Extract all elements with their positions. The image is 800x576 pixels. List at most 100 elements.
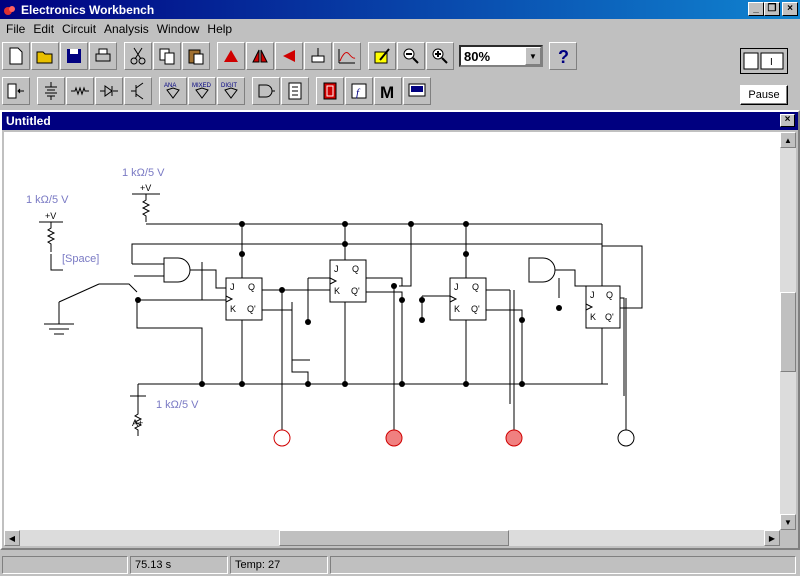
vcc-source-left[interactable]: +V bbox=[39, 211, 63, 252]
led-indicator-3[interactable] bbox=[505, 429, 523, 447]
svg-text:J: J bbox=[590, 290, 595, 300]
digital-ics-icon: DIGIT bbox=[221, 83, 238, 99]
controls-icon: f bbox=[351, 83, 367, 99]
indicators-button[interactable] bbox=[316, 77, 344, 105]
circuit-canvas[interactable]: 1 kΩ/5 V 1 kΩ/5 V 1 kΩ/5 V [Space] +V +V bbox=[4, 132, 780, 530]
menu-circuit[interactable]: Circuit bbox=[62, 21, 97, 36]
power-switch[interactable]: I bbox=[740, 48, 788, 74]
led-indicator-2[interactable] bbox=[385, 429, 403, 447]
circuit-window-title-bar[interactable]: Untitled × bbox=[2, 112, 798, 130]
flip-horizontal-icon bbox=[252, 49, 268, 63]
status-bar: 75.13 s Temp: 27 bbox=[0, 553, 800, 576]
status-message bbox=[2, 555, 128, 574]
graph-icon bbox=[338, 49, 356, 64]
cut-button[interactable] bbox=[124, 42, 152, 70]
zoom-out-button[interactable] bbox=[397, 42, 425, 70]
vcc-source-top[interactable]: +V bbox=[132, 183, 160, 222]
svg-text:M: M bbox=[380, 83, 394, 101]
jk-flipflop-2[interactable]: J K Q Q' bbox=[329, 259, 367, 303]
flip-vertical-button[interactable] bbox=[275, 42, 303, 70]
svg-text:ANA: ANA bbox=[164, 83, 176, 89]
pause-button[interactable]: Pause bbox=[740, 85, 788, 105]
menu-help[interactable]: Help bbox=[207, 21, 233, 36]
scroll-right-icon[interactable]: ▶ bbox=[764, 530, 780, 546]
menu-file[interactable]: File bbox=[6, 21, 26, 36]
svg-text:J: J bbox=[230, 282, 235, 292]
svg-text:DIGIT: DIGIT bbox=[221, 83, 237, 89]
chevron-down-icon[interactable]: ▼ bbox=[525, 47, 541, 65]
scroll-up-icon[interactable]: ▲ bbox=[780, 132, 796, 148]
mixed-ics-button[interactable]: MIXED bbox=[188, 77, 216, 105]
jk-flipflop-1[interactable]: J K Q Q' bbox=[225, 277, 263, 321]
component-properties-icon bbox=[374, 48, 390, 64]
new-button[interactable] bbox=[2, 42, 30, 70]
cut-icon bbox=[130, 47, 146, 65]
zoom-in-button[interactable] bbox=[426, 42, 454, 70]
controls-button[interactable]: f bbox=[345, 77, 373, 105]
menu-analysis[interactable]: Analysis bbox=[104, 21, 149, 36]
zoom-select[interactable]: 80% ▼ bbox=[459, 45, 543, 67]
zoom-value: 80% bbox=[464, 48, 491, 64]
basic-button[interactable] bbox=[66, 77, 94, 105]
ground-symbol bbox=[44, 323, 74, 335]
switch[interactable] bbox=[58, 283, 138, 324]
analog-ics-button[interactable]: ANA bbox=[159, 77, 187, 105]
flip-vertical-icon bbox=[283, 50, 295, 62]
jk-flipflop-3[interactable]: J K Q Q' bbox=[449, 277, 487, 321]
vertical-scrollbar[interactable]: ▲ ▼ bbox=[780, 132, 796, 530]
horizontal-scroll-thumb[interactable] bbox=[279, 530, 509, 546]
menu-window[interactable]: Window bbox=[156, 21, 200, 36]
status-time: 75.13 s bbox=[130, 555, 228, 574]
app-title-bar[interactable]: Electronics Workbench _ ❐ × bbox=[0, 0, 800, 19]
circuit-window: Untitled × 1 kΩ/5 V 1 kΩ/5 V 1 kΩ/5 V [S… bbox=[0, 110, 800, 550]
rotate-button[interactable] bbox=[217, 42, 245, 70]
flip-horizontal-button[interactable] bbox=[246, 42, 274, 70]
paste-button[interactable] bbox=[182, 42, 210, 70]
horizontal-scrollbar[interactable]: ◀ ▶ bbox=[4, 530, 780, 546]
close-button[interactable]: × bbox=[782, 2, 798, 16]
svg-text:+V: +V bbox=[140, 183, 151, 193]
jk-flipflop-4[interactable]: J K Q Q' bbox=[585, 285, 621, 329]
graph-button[interactable] bbox=[333, 42, 361, 70]
menu-edit[interactable]: Edit bbox=[33, 21, 55, 36]
standard-toolbar: 80% ▼ ? bbox=[0, 39, 800, 73]
digital-ics-button[interactable]: DIGIT bbox=[217, 77, 245, 105]
minimize-button[interactable]: _ bbox=[748, 2, 764, 16]
led-indicator-1[interactable] bbox=[273, 429, 291, 447]
svg-text:K: K bbox=[334, 286, 340, 296]
circuit-close-button[interactable]: × bbox=[780, 114, 795, 127]
led-indicator-4[interactable] bbox=[617, 429, 635, 447]
maximize-button[interactable]: ❐ bbox=[764, 2, 780, 16]
and-gate-1[interactable] bbox=[163, 257, 191, 283]
vertical-scroll-thumb[interactable] bbox=[780, 292, 796, 372]
print-button[interactable] bbox=[89, 42, 117, 70]
diodes-button[interactable] bbox=[95, 77, 123, 105]
svg-text:Q': Q' bbox=[471, 304, 480, 314]
copy-button[interactable] bbox=[153, 42, 181, 70]
status-extra bbox=[330, 555, 796, 574]
app-logo-icon bbox=[4, 5, 15, 15]
scroll-down-icon[interactable]: ▼ bbox=[780, 514, 796, 530]
svg-text:f: f bbox=[356, 87, 361, 99]
transistors-button[interactable] bbox=[124, 77, 152, 105]
svg-text:J: J bbox=[454, 282, 459, 292]
save-button[interactable] bbox=[60, 42, 88, 70]
scroll-left-icon[interactable]: ◀ bbox=[4, 530, 20, 546]
app-title: Electronics Workbench bbox=[21, 2, 155, 17]
digital-blocks-button[interactable] bbox=[281, 77, 309, 105]
miscellaneous-button[interactable]: M bbox=[374, 77, 402, 105]
indicators-icon bbox=[323, 82, 337, 100]
subcircuit-button[interactable] bbox=[304, 42, 332, 70]
parts-bin-button[interactable] bbox=[2, 77, 30, 105]
help-button[interactable]: ? bbox=[549, 42, 577, 70]
parts-toolbar: ANA MIXED DIGIT f M bbox=[0, 74, 800, 108]
svg-text:K: K bbox=[230, 304, 236, 314]
and-gate-2[interactable] bbox=[528, 257, 556, 283]
svg-text:Q': Q' bbox=[247, 304, 256, 314]
junction-dots bbox=[135, 221, 562, 387]
instruments-button[interactable] bbox=[403, 77, 431, 105]
logic-gates-button[interactable] bbox=[252, 77, 280, 105]
sources-button[interactable] bbox=[37, 77, 65, 105]
component-properties-button[interactable] bbox=[368, 42, 396, 70]
open-button[interactable] bbox=[31, 42, 59, 70]
